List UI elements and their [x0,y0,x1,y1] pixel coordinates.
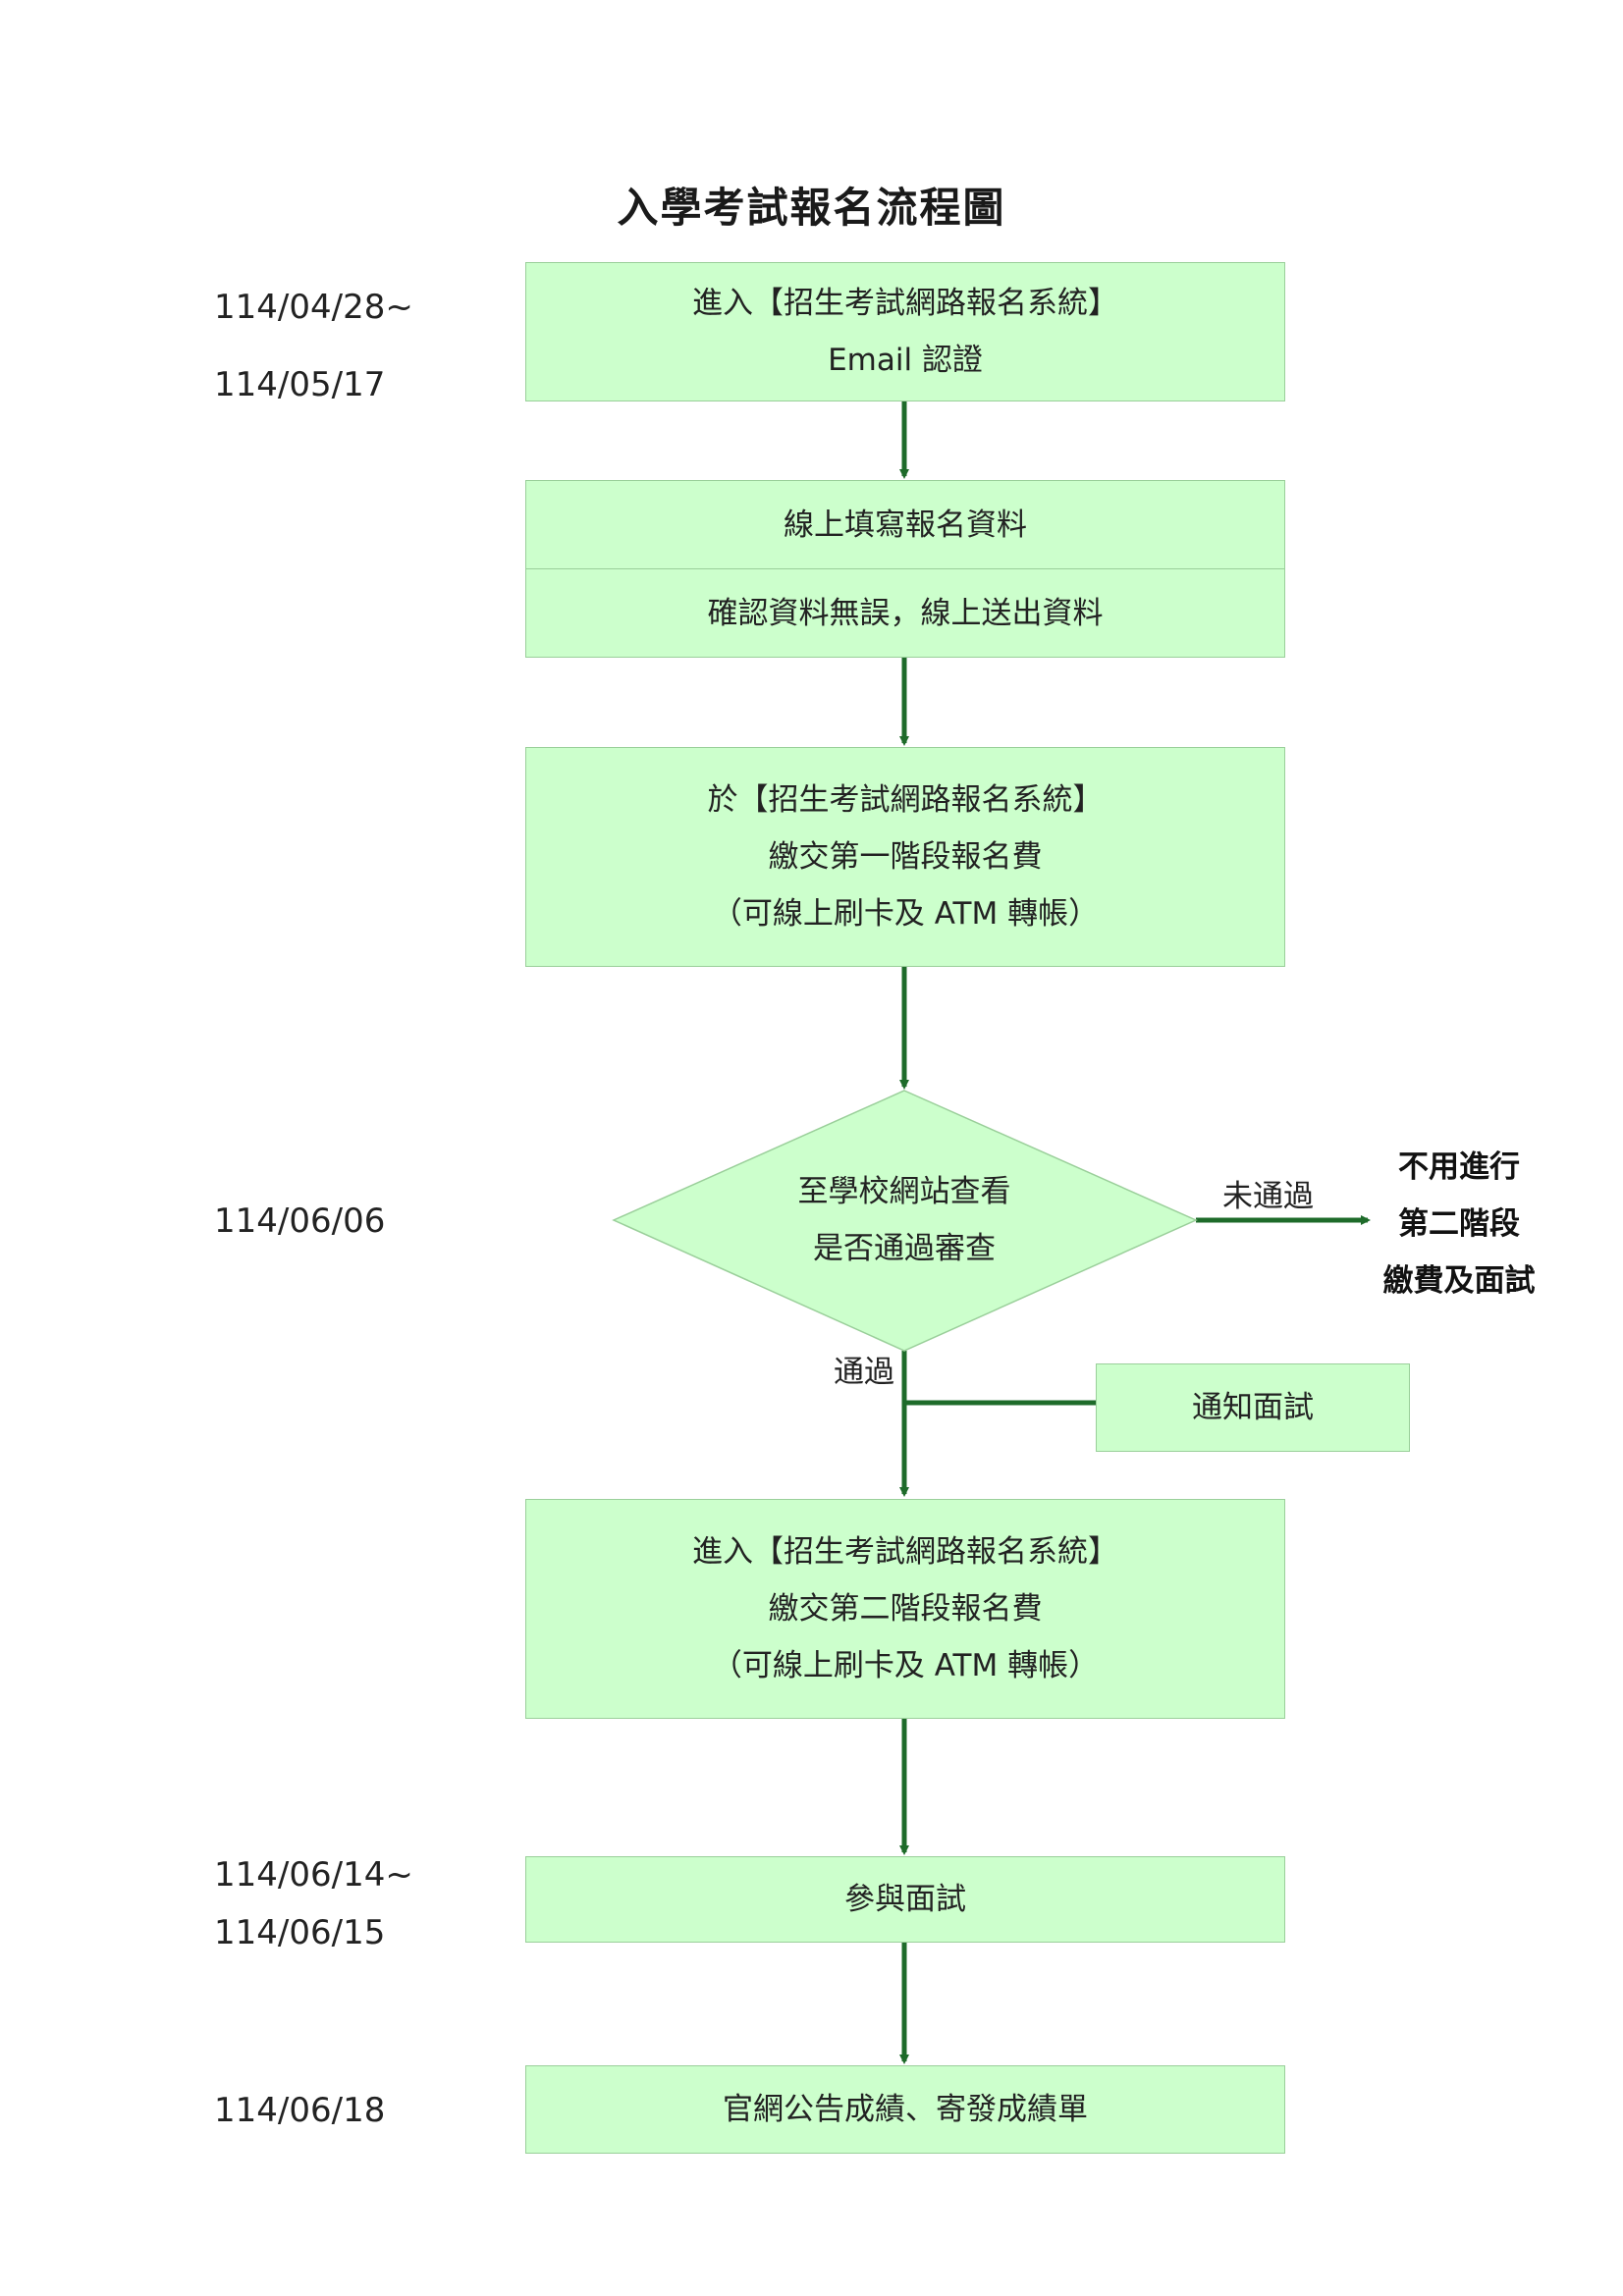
review-decision-line1: 至學校網站查看 [797,1174,1011,1209]
step-enter-system-line2: Email 認證 [828,343,983,378]
page-title: 入學考試報名流程圖 [617,184,1006,232]
step-fill-info: 線上填寫報名資料 確認資料無誤，線上送出資料 [525,480,1285,658]
review-decision-line2: 是否通過審查 [813,1231,996,1266]
date-results: 114/06/18 [214,2091,386,2130]
notify-interview-box: 通知面試 [1096,1363,1410,1452]
step-second-fee-line3: （可線上刷卡及 ATM 轉帳） [711,1648,1100,1683]
step-first-fee-line3: （可線上刷卡及 ATM 轉帳） [711,896,1100,932]
step-enter-system: 進入【招生考試網路報名系統】 Email 認證 [525,262,1285,401]
pass-branch-label: 通過 [834,1355,894,1390]
step-first-fee: 於【招生考試網路報名系統】 繳交第一階段報名費 （可線上刷卡及 ATM 轉帳） [525,747,1285,967]
date-registration-start: 114/04/28~ [214,288,413,327]
step-fill-info-divider [526,568,1284,569]
step-fill-info-row2: 確認資料無誤，線上送出資料 [707,595,1104,631]
step-first-fee-line2: 繳交第一階段報名費 [768,839,1043,875]
fail-branch-label: 未通過 [1222,1179,1314,1214]
fail-outcome: 不用進行 第二階段 繳費及面試 [1361,1139,1557,1309]
review-decision-text: 至學校網站查看 是否通過審查 [708,1163,1101,1277]
date-registration-end: 114/05/17 [214,365,386,404]
step-second-fee-line2: 繳交第二階段報名費 [768,1591,1043,1627]
step-fill-info-row1: 線上填寫報名資料 [784,507,1027,543]
date-review-result: 114/06/06 [214,1201,386,1241]
fail-outcome-line3: 繳費及面試 [1382,1263,1536,1299]
step-interview: 參與面試 [525,1856,1285,1943]
step-first-fee-line1: 於【招生考試網路報名系統】 [707,782,1104,818]
fail-outcome-line2: 第二階段 [1398,1206,1520,1242]
step-second-fee-line1: 進入【招生考試網路報名系統】 [692,1534,1118,1570]
step-enter-system-line1: 進入【招生考試網路報名系統】 [692,286,1118,321]
review-decision-diamond [612,1090,1198,1352]
date-interview-end: 114/06/15 [214,1913,386,1952]
step-second-fee: 進入【招生考試網路報名系統】 繳交第二階段報名費 （可線上刷卡及 ATM 轉帳） [525,1499,1285,1719]
date-interview-start: 114/06/14~ [214,1855,413,1895]
fail-outcome-line1: 不用進行 [1398,1149,1520,1185]
step-results: 官網公告成績、寄發成績單 [525,2065,1285,2154]
